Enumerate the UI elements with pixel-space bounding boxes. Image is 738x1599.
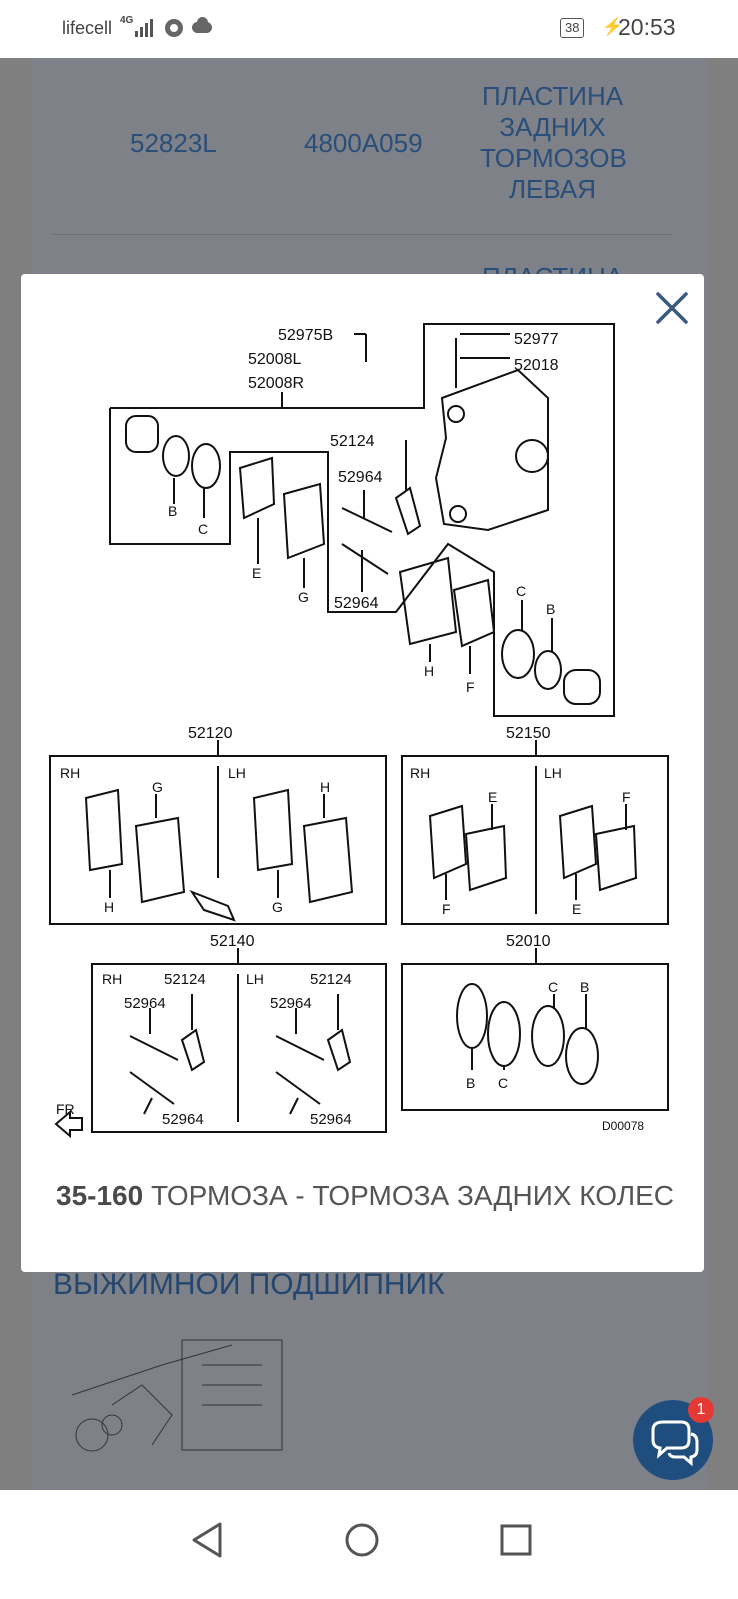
label-e-2: E	[488, 789, 497, 805]
diagram-caption: 35-160 ТОРМОЗА - ТОРМОЗА ЗАДНИХ КОЛЕС	[56, 1180, 674, 1212]
label-fr: FR	[56, 1101, 75, 1117]
label-52140: 52140	[210, 933, 255, 950]
label-52964-lh-bottom: 52964	[310, 1111, 352, 1128]
label-h-2: H	[104, 899, 114, 915]
chat-icon	[651, 1420, 699, 1467]
label-h-3: H	[320, 779, 330, 795]
bg-part-number: 4800A059	[304, 128, 423, 158]
home-icon[interactable]	[332, 1510, 392, 1570]
cloud-icon	[192, 17, 212, 33]
piston-left	[125, 415, 159, 453]
clock: 20:53	[618, 14, 676, 40]
status-bar: lifecell 4G 38 ⚡ 20:53	[0, 0, 738, 58]
caption-text: ТОРМОЗА - ТОРМОЗА ЗАДНИХ КОЛЕС	[150, 1180, 674, 1211]
label-lh-3: LH	[246, 971, 264, 987]
clip-52124	[394, 486, 422, 536]
close-icon[interactable]	[650, 286, 694, 330]
label-52964-a: 52964	[338, 469, 383, 486]
recents-icon[interactable]	[486, 1510, 546, 1570]
label-52010: 52010	[506, 933, 551, 950]
chrome-icon	[165, 19, 183, 37]
shim-e	[238, 456, 276, 520]
label-f-2: F	[442, 901, 451, 917]
label-52124-rh: 52124	[164, 971, 206, 988]
label-c-3: C	[498, 1075, 508, 1091]
label-52977: 52977	[514, 331, 559, 348]
label-52964-rh-top: 52964	[124, 995, 166, 1012]
label-52120: 52120	[188, 725, 233, 742]
label-g-1: G	[298, 589, 309, 605]
bg-part-desc: ПЛАСТИНА ЗАДНИХ ТОРМОЗОВ ЛЕВАЯ	[480, 81, 627, 204]
label-lh-1: LH	[228, 765, 246, 781]
label-c-2: C	[516, 583, 526, 599]
piston-right	[563, 669, 601, 705]
label-b-3: B	[466, 1075, 475, 1091]
pad-h	[398, 556, 458, 646]
label-f-1: F	[466, 679, 475, 695]
label-b-2: B	[546, 601, 555, 617]
label-rh-1: RH	[60, 765, 80, 781]
bg-part-code: 52823L	[130, 128, 217, 158]
seal-c-left	[191, 443, 221, 489]
bg-section-title[interactable]: ВЫЖИМНОЙ ПОДШИПНИК	[53, 1268, 445, 1301]
pad-g	[282, 482, 326, 560]
label-52124: 52124	[330, 433, 375, 450]
label-g-3: G	[272, 899, 283, 915]
bg-diagram-thumbnail[interactable]	[52, 1325, 292, 1475]
label-h-1: H	[424, 663, 434, 679]
label-code: D00078	[602, 1119, 644, 1133]
label-f-3: F	[622, 789, 631, 805]
network-type: 4G	[120, 15, 134, 26]
carrier-name: lifecell	[62, 18, 113, 38]
image-modal	[21, 274, 704, 1272]
label-e-1: E	[252, 565, 261, 581]
label-c-4: C	[548, 979, 558, 995]
label-52124-lh: 52124	[310, 971, 352, 988]
charging-icon: ⚡	[602, 17, 624, 36]
label-e-3: E	[572, 901, 581, 917]
back-icon[interactable]	[178, 1510, 238, 1570]
brake-parts-diagram: 52975B 52008L 52008R 52977 52018 52124 5…	[49, 323, 669, 1139]
seal-b-left	[162, 435, 190, 477]
label-52018: 52018	[514, 357, 559, 374]
caliper-body	[434, 368, 549, 532]
chat-unread-badge: 1	[688, 1397, 714, 1423]
label-g-2: G	[152, 779, 163, 795]
label-b-1: B	[168, 503, 177, 519]
label-52975b: 52975B	[278, 327, 333, 344]
battery-level: 38	[560, 18, 585, 38]
signal-icon	[135, 19, 153, 37]
seal-b-right	[534, 650, 562, 690]
system-navbar	[0, 1490, 738, 1599]
label-b-4: B	[580, 979, 589, 995]
label-52008r: 52008R	[248, 375, 304, 392]
label-c-1: C	[198, 521, 208, 537]
assembly-outline	[109, 323, 615, 717]
label-rh-2: RH	[410, 765, 430, 781]
label-52150: 52150	[506, 725, 551, 742]
label-52964-b: 52964	[334, 595, 379, 612]
label-52008l: 52008L	[248, 351, 301, 368]
kit-box-52010	[401, 963, 669, 1111]
label-rh-3: RH	[102, 971, 122, 987]
label-lh-2: LH	[544, 765, 562, 781]
label-52964-rh-bottom: 52964	[162, 1111, 204, 1128]
shim-f	[452, 578, 496, 648]
label-52964-lh-top: 52964	[270, 995, 312, 1012]
seal-c-right	[501, 629, 535, 679]
caption-number: 35-160	[56, 1180, 144, 1211]
bg-divider	[52, 234, 672, 235]
